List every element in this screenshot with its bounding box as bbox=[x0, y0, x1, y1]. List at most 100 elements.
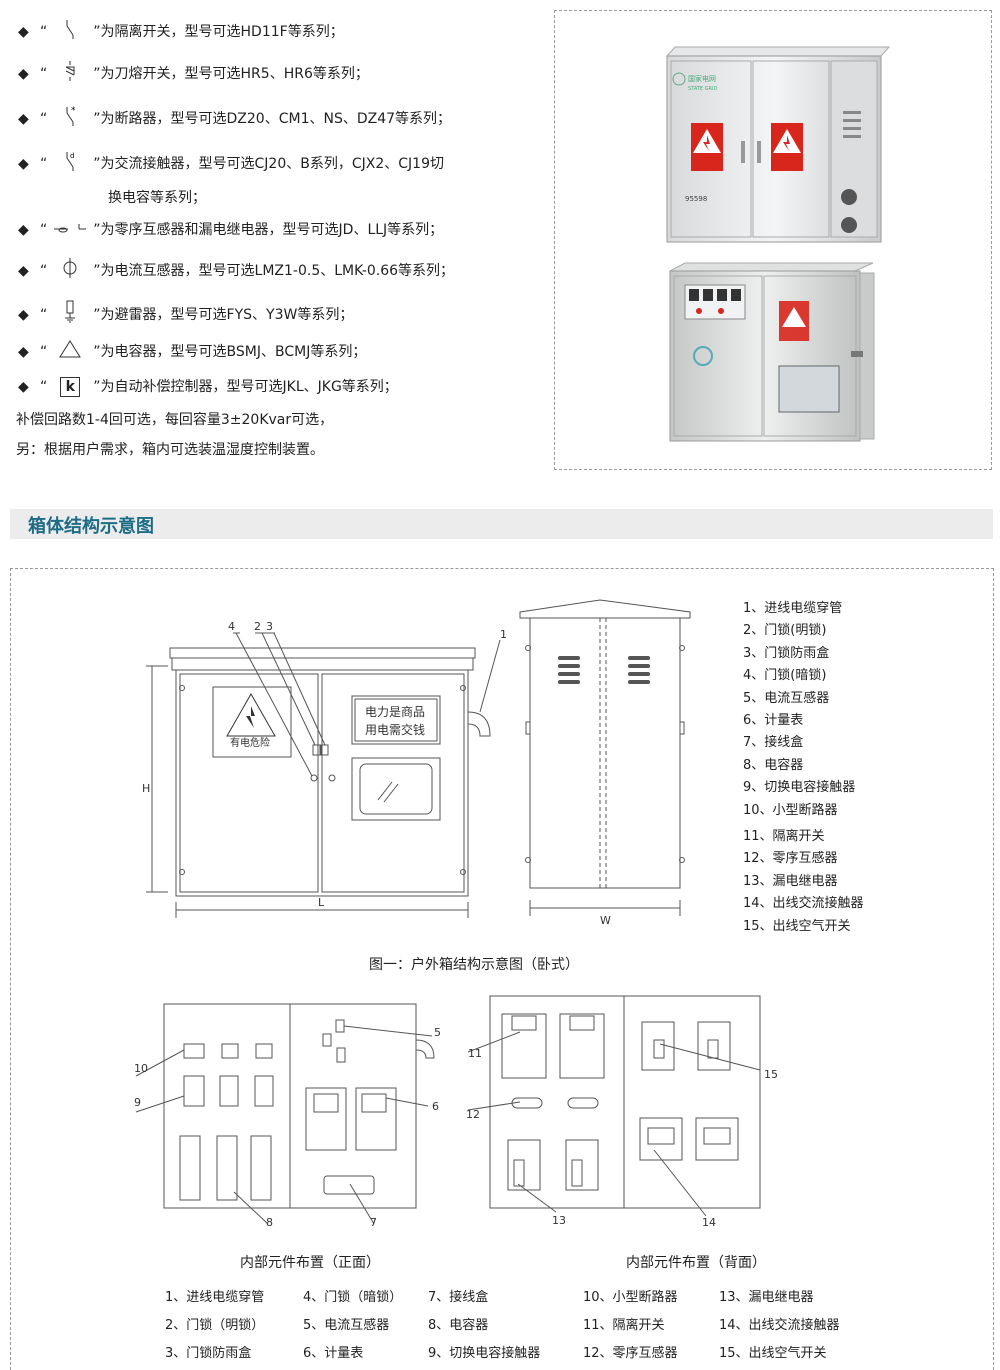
sign-line-2: 用电需交钱 bbox=[365, 722, 425, 737]
parts-table-cell: 7、接线盒 bbox=[428, 1290, 489, 1305]
legend-item: 10、小型断路器 bbox=[743, 802, 838, 818]
callout-4: 4 bbox=[228, 620, 235, 633]
parts-table-cell: 14、出线交流接触器 bbox=[719, 1318, 840, 1333]
symbol-row: ◆ “ ”为电流互感器，型号可选LMZ1-0.5、LMK-0.66等系列； bbox=[18, 257, 454, 285]
quote-close: ” bbox=[93, 222, 101, 238]
symbol-description: 为零序互感器和漏电继电器，型号可选JD、LLJ等系列； bbox=[100, 222, 444, 238]
symbol-description: 为电容器，型号可选BSMJ、BCMJ等系列； bbox=[100, 344, 367, 360]
bullet-icon: ◆ bbox=[18, 156, 29, 172]
symbol-description: 为断路器，型号可选DZ20、CM1、NS、DZ47等系列； bbox=[100, 111, 452, 127]
legend-item: 15、出线空气开关 bbox=[743, 918, 851, 934]
quote-close: ” bbox=[93, 111, 101, 127]
parts-table-cell: 12、零序互感器 bbox=[583, 1346, 678, 1361]
zero-sequence-ct-icon bbox=[47, 220, 93, 240]
contactors bbox=[183, 1075, 274, 1107]
humidity-note: 另：根据用户需求，箱内可选装温湿度控制装置。 bbox=[16, 442, 324, 458]
quote-close: ” bbox=[93, 344, 101, 360]
parts-table-cell: 5、电流互感器 bbox=[303, 1318, 390, 1333]
symbol-description: 为电流互感器，型号可选LMZ1-0.5、LMK-0.66等系列； bbox=[100, 263, 455, 279]
parts-table-cell: 11、隔离开关 bbox=[583, 1318, 665, 1333]
diagram-panel bbox=[10, 568, 994, 1370]
symbol-description: 为隔离开关，型号可选HD11F等系列； bbox=[100, 24, 344, 40]
symbol-row: ◆“”为零序互感器和漏电继电器，型号可选JD、LLJ等系列； bbox=[18, 220, 443, 240]
symbol-row: ◆ “ * ”为断路器，型号可选DZ20、CM1、NS、DZ47等系列； bbox=[18, 105, 451, 133]
cabinet-photo-2 bbox=[669, 262, 875, 442]
quote-open: “ bbox=[40, 111, 48, 127]
quote-close: ” bbox=[93, 379, 101, 395]
legend-item: 9、切换电容接触器 bbox=[743, 780, 856, 796]
quote-close: ” bbox=[93, 66, 101, 82]
brand-label-en: STATE GRID bbox=[688, 86, 717, 92]
product-photo-panel: 国家电网 STATE GRID 95598 bbox=[554, 10, 992, 470]
svg-text:*: * bbox=[71, 106, 76, 116]
parts-table-cell: 13、漏电继电器 bbox=[719, 1290, 814, 1305]
arrester-icon bbox=[47, 300, 93, 330]
quote-close: ” bbox=[93, 156, 101, 172]
breakers bbox=[183, 1043, 273, 1059]
interior-front-caption: 内部元件布置（正面） bbox=[240, 1255, 380, 1271]
symbol-description-cont: 换电容等系列； bbox=[108, 190, 206, 206]
circuit-breaker-icon: * bbox=[47, 105, 93, 133]
compensation-note: 补偿回路数1-4回可选，每回容量3±20Kvar可选， bbox=[16, 412, 334, 428]
brand-label: 国家电网 bbox=[688, 74, 716, 83]
parts-table-cell: 8、电容器 bbox=[428, 1318, 489, 1333]
symbol-row: ◆“”为刀熔开关，型号可选HR5、HR6等系列； bbox=[18, 60, 369, 88]
callout-12: 12 bbox=[466, 1108, 480, 1121]
danger-label: 有电危险 bbox=[230, 736, 270, 749]
symbol-description: 为自动补偿控制器，型号可选JKL、JKG等系列； bbox=[100, 379, 398, 395]
quote-open: “ bbox=[40, 156, 48, 172]
symbol-row: ◆“”为电容器，型号可选BSMJ、BCMJ等系列； bbox=[18, 339, 366, 365]
parts-table-cell: 6、计量表 bbox=[303, 1346, 364, 1361]
cabinet-photo-1: 国家电网 STATE GRID 95598 bbox=[665, 46, 891, 243]
parts-table-cell: 4、门锁（暗锁） bbox=[303, 1290, 403, 1305]
callout-2: 2 bbox=[254, 620, 261, 633]
legend-item: 14、出线交流接触器 bbox=[743, 896, 864, 912]
legend-item: 2、门锁(明锁) bbox=[743, 623, 827, 639]
legend-item: 4、门锁(暗锁) bbox=[743, 668, 827, 684]
quote-open: “ bbox=[40, 263, 48, 279]
capacitors bbox=[179, 1135, 272, 1201]
sign-line-1: 电力是商品 bbox=[365, 704, 425, 719]
symbol-row: ◆“”为避雷器，型号可选FYS、Y3W等系列； bbox=[18, 300, 353, 330]
callout-1: 1 bbox=[500, 628, 507, 641]
controller-icon: k bbox=[47, 377, 93, 397]
callout-13: 13 bbox=[552, 1214, 566, 1227]
danger-sign bbox=[212, 686, 292, 758]
dim-w-label: W bbox=[600, 914, 611, 927]
callout-9: 9 bbox=[134, 1096, 141, 1109]
quote-close: ” bbox=[93, 263, 101, 279]
legend-item: 11、隔离开关 bbox=[743, 829, 825, 845]
bullet-icon: ◆ bbox=[18, 222, 29, 238]
fuse-switch-icon bbox=[47, 60, 93, 88]
bullet-icon: ◆ bbox=[18, 111, 29, 127]
symbol-row: ◆“”为隔离开关，型号可选HD11F等系列； bbox=[18, 18, 344, 46]
product-photos: 国家电网 STATE GRID 95598 bbox=[665, 46, 891, 442]
symbol-row: ◆“d”为交流接触器，型号可选CJ20、B系列，CJX2、CJ19切 bbox=[18, 150, 444, 178]
front-view-drawing bbox=[146, 632, 501, 918]
interior-back-caption: 内部元件布置（背面） bbox=[626, 1255, 766, 1271]
quote-open: “ bbox=[40, 307, 48, 323]
parts-table-cell: 1、进线电缆穿管 bbox=[165, 1290, 265, 1305]
legend-item: 6、计量表 bbox=[743, 713, 804, 729]
disconnect-switch-icon bbox=[47, 18, 93, 46]
section-header: 箱体结构示意图 bbox=[10, 509, 993, 539]
legend-item: 12、零序互感器 bbox=[743, 851, 838, 867]
contactor-icon: d bbox=[47, 150, 93, 178]
quote-close: ” bbox=[93, 307, 101, 323]
interior-front-drawing bbox=[135, 1003, 435, 1225]
interior-back-drawing bbox=[467, 995, 761, 1217]
bullet-icon: ◆ bbox=[18, 379, 29, 395]
callout-3: 3 bbox=[266, 620, 273, 633]
legend-item: 3、门锁防雨盒 bbox=[743, 645, 830, 661]
callout-10: 10 bbox=[134, 1062, 148, 1075]
callout-15: 15 bbox=[764, 1068, 778, 1081]
callout-7: 7 bbox=[370, 1216, 377, 1229]
bullet-icon: ◆ bbox=[18, 263, 29, 279]
bullet-icon: ◆ bbox=[18, 24, 29, 40]
bullet-icon: ◆ bbox=[18, 66, 29, 82]
parts-table-cell: 3、门锁防雨盒 bbox=[165, 1346, 252, 1361]
callout-11: 11 bbox=[468, 1047, 482, 1060]
section-title: 箱体结构示意图 bbox=[28, 516, 154, 537]
